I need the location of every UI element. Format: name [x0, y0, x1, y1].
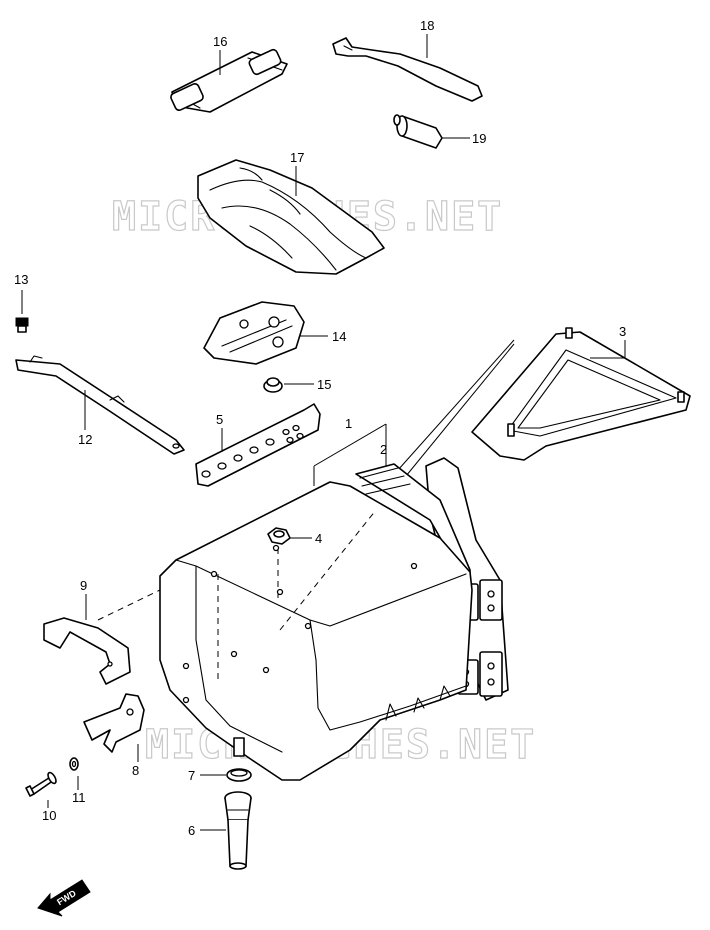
part-clamp-7	[226, 737, 252, 782]
callout-14: 14	[332, 329, 346, 344]
part-bar-12	[15, 355, 185, 455]
callout-6: 6	[188, 823, 195, 838]
callout-2: 2	[380, 442, 387, 457]
callout-17: 17	[290, 150, 304, 165]
part-bracket-9	[43, 617, 131, 685]
callout-10: 10	[42, 808, 56, 823]
callout-19: 19	[472, 131, 486, 146]
callout-1: 1	[345, 416, 352, 431]
part-nut-15	[263, 377, 283, 393]
part-plug-19	[393, 114, 443, 149]
part-bolt-13	[15, 317, 29, 333]
part-strap-16	[170, 48, 288, 113]
callout-3: 3	[619, 324, 626, 339]
callout-5: 5	[216, 412, 223, 427]
fwd-arrow-icon: FWD	[37, 879, 91, 917]
callout-16: 16	[213, 34, 227, 49]
part-toolbag-17	[197, 159, 385, 275]
callout-12: 12	[78, 432, 92, 447]
part-bolt-10	[25, 771, 57, 797]
callout-9: 9	[80, 578, 87, 593]
part-clip-8	[83, 693, 145, 753]
callout-8: 8	[132, 763, 139, 778]
callout-4: 4	[315, 531, 322, 546]
callout-7: 7	[188, 768, 195, 783]
part-tube-6	[224, 791, 252, 870]
part-toolbox-1	[97, 457, 509, 781]
callout-13: 13	[14, 272, 28, 287]
part-stay-14	[203, 301, 305, 365]
part-wrench-18	[332, 37, 483, 102]
part-frame-3	[471, 327, 691, 461]
part-washer-11	[69, 757, 79, 771]
callout-18: 18	[420, 18, 434, 33]
part-plate-5	[195, 403, 321, 487]
callout-11: 11	[72, 790, 86, 805]
callout-15: 15	[317, 377, 331, 392]
